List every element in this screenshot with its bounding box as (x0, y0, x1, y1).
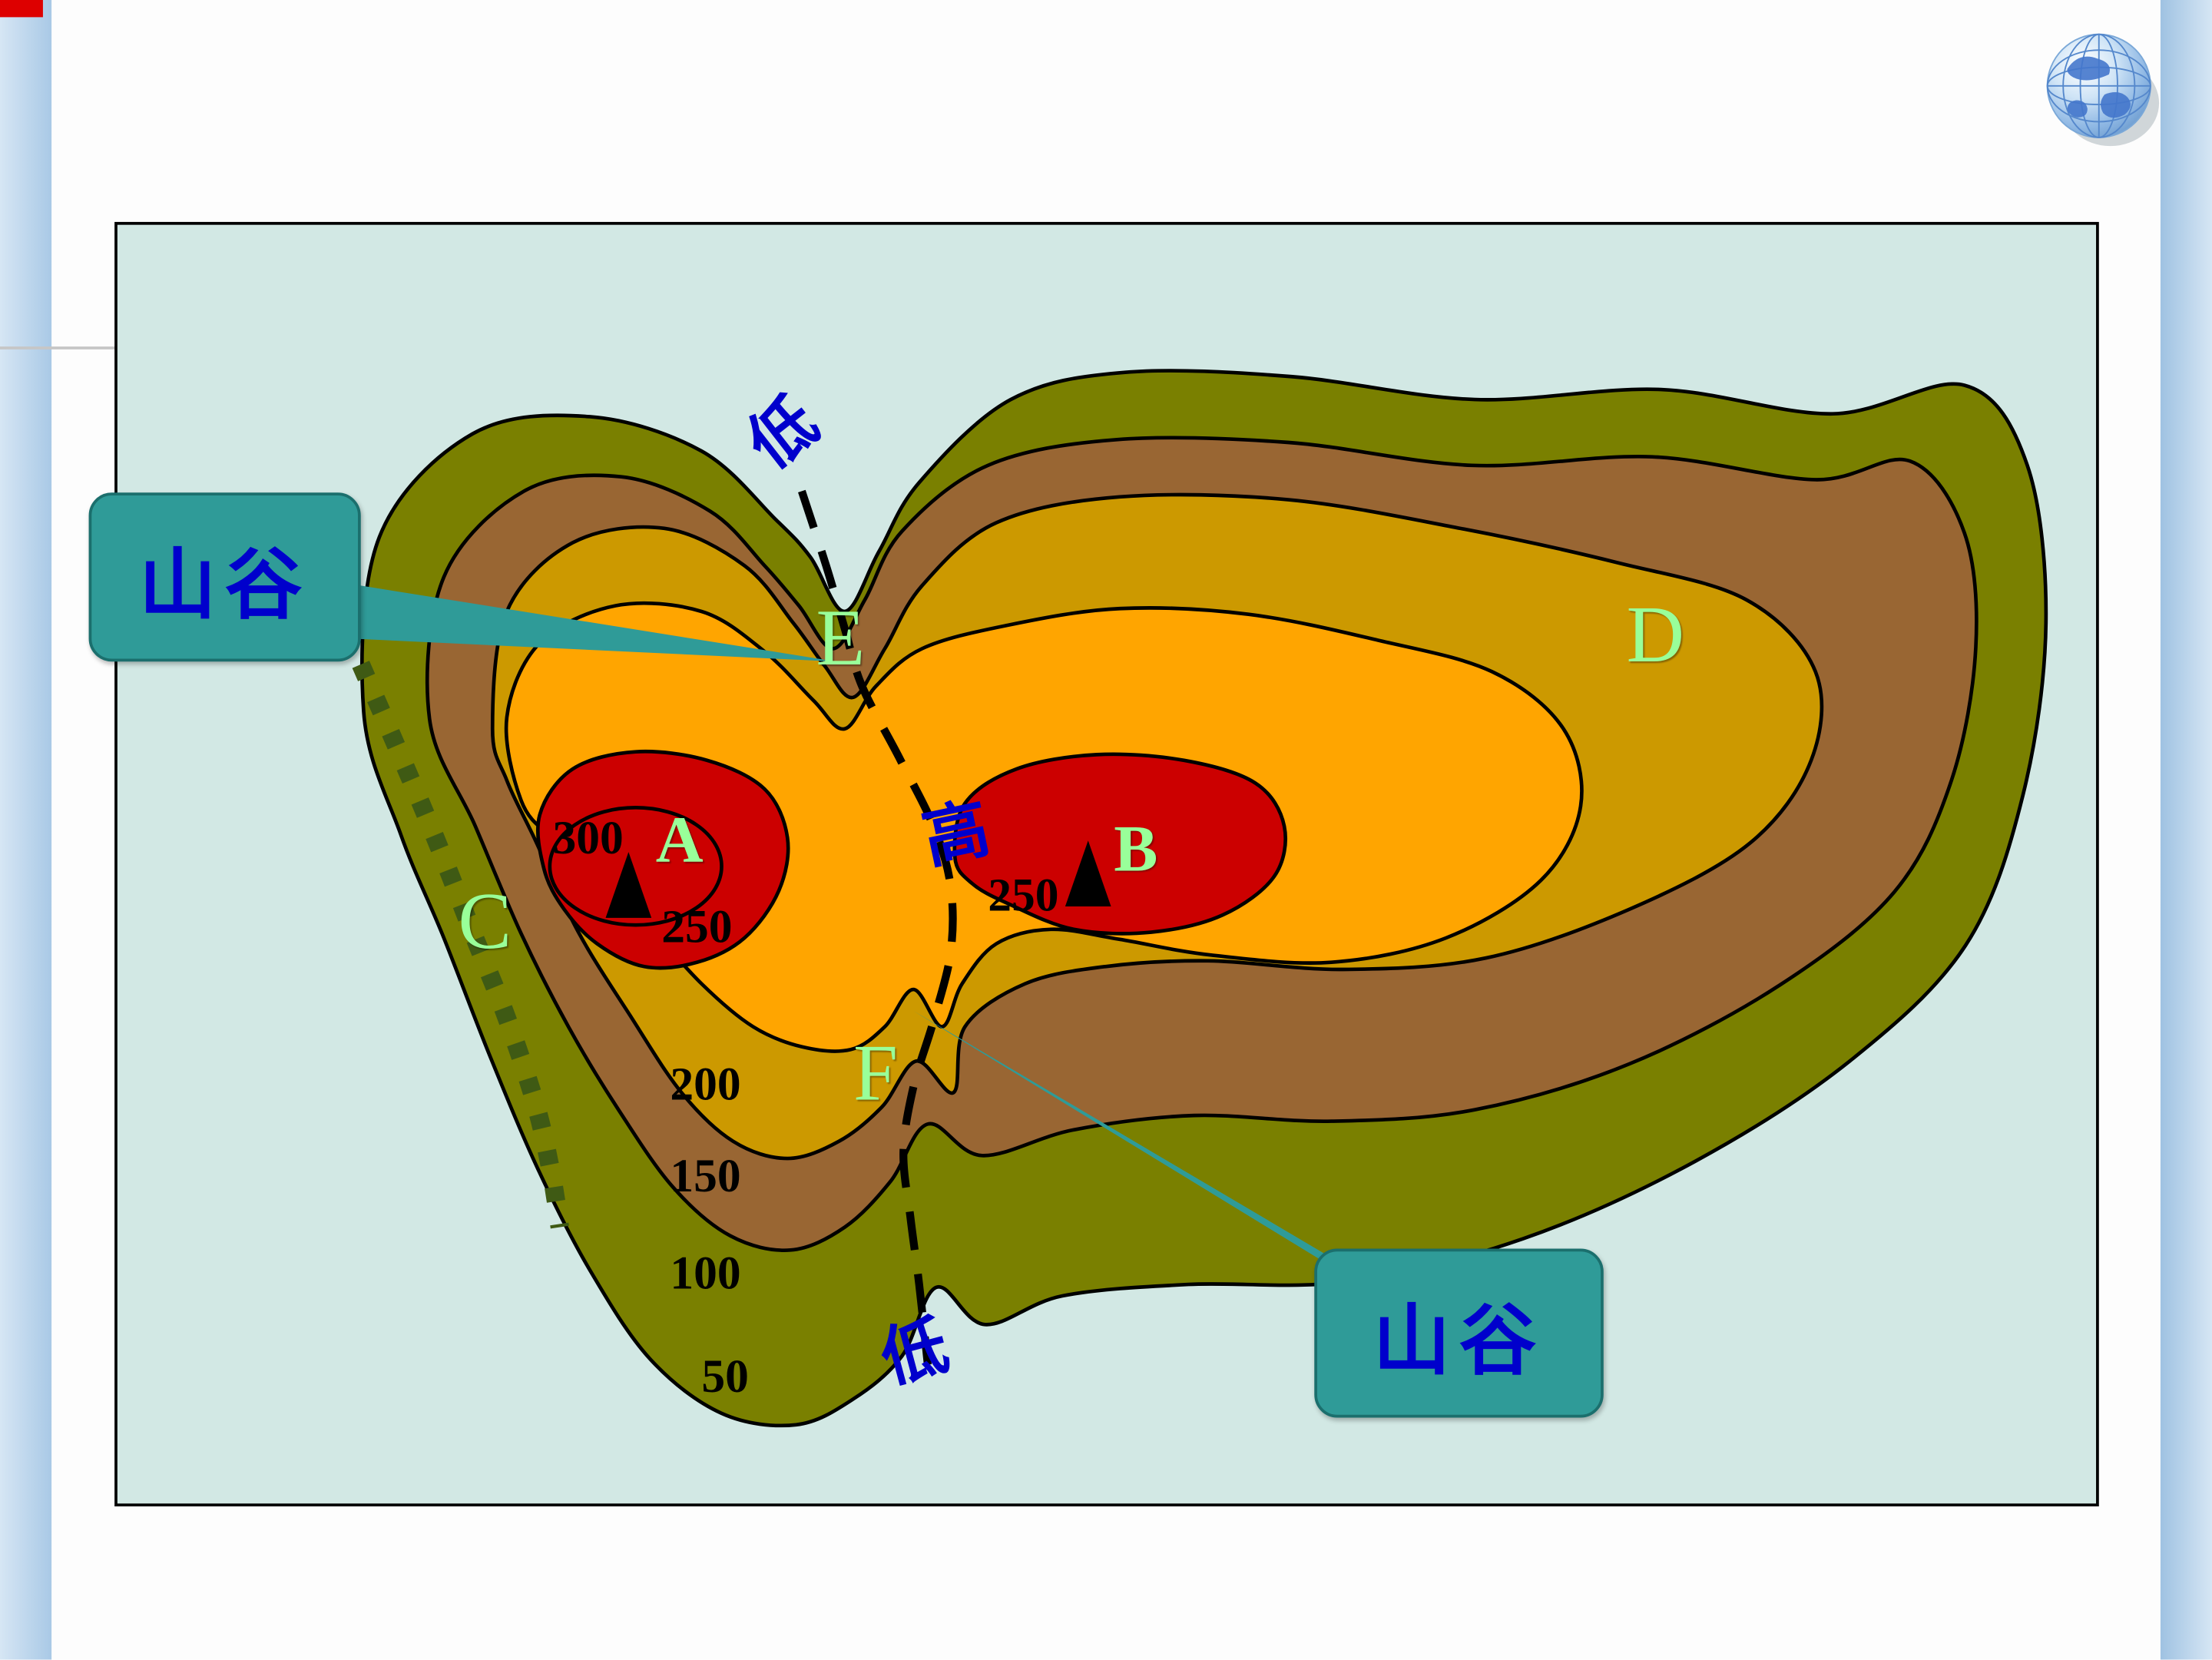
direction-label-high: 高 (916, 791, 996, 877)
elevation-label-50: 50 (701, 1351, 749, 1403)
peak-label-a: A (655, 803, 704, 876)
right-edge-strip (2160, 0, 2212, 1660)
globe-continents (2067, 56, 2131, 118)
elevation-label-250-left: 250 (661, 902, 733, 954)
contour-band-red-right (952, 752, 1287, 936)
valley-callout-top-label: 山谷 (138, 542, 311, 628)
valley-line (798, 489, 957, 1366)
contour-svg (352, 369, 2048, 1428)
summit-triangle-b (1065, 840, 1111, 906)
point-label-e: E (816, 594, 866, 684)
valley-callout-bottom: 山谷 (1314, 1248, 1604, 1418)
corner-red-mark (0, 0, 43, 18)
valley-callout-bottom-label: 山谷 (1373, 1297, 1545, 1384)
margin-guide-line (0, 346, 115, 350)
elevation-label-200: 200 (670, 1059, 741, 1112)
point-label-d: D (1626, 591, 1685, 681)
peak-label-b: B (1114, 811, 1158, 886)
elevation-label-250-right: 250 (988, 870, 1059, 923)
globe-svg (2046, 33, 2160, 147)
contour-map (114, 221, 2099, 1507)
summit-triangle-a (605, 852, 652, 918)
point-label-c: C (458, 877, 512, 967)
ridge-line (352, 661, 569, 1229)
point-label-f: F (853, 1029, 899, 1118)
elevation-label-100: 100 (670, 1248, 741, 1300)
globe-icon (2038, 26, 2164, 152)
left-edge-strip (0, 0, 52, 1660)
valley-callout-top: 山谷 (88, 492, 361, 662)
elevation-label-300: 300 (552, 813, 624, 865)
contour-band-red-left (535, 749, 790, 970)
elevation-label-150: 150 (670, 1151, 741, 1203)
contour-ring-300 (548, 806, 724, 927)
